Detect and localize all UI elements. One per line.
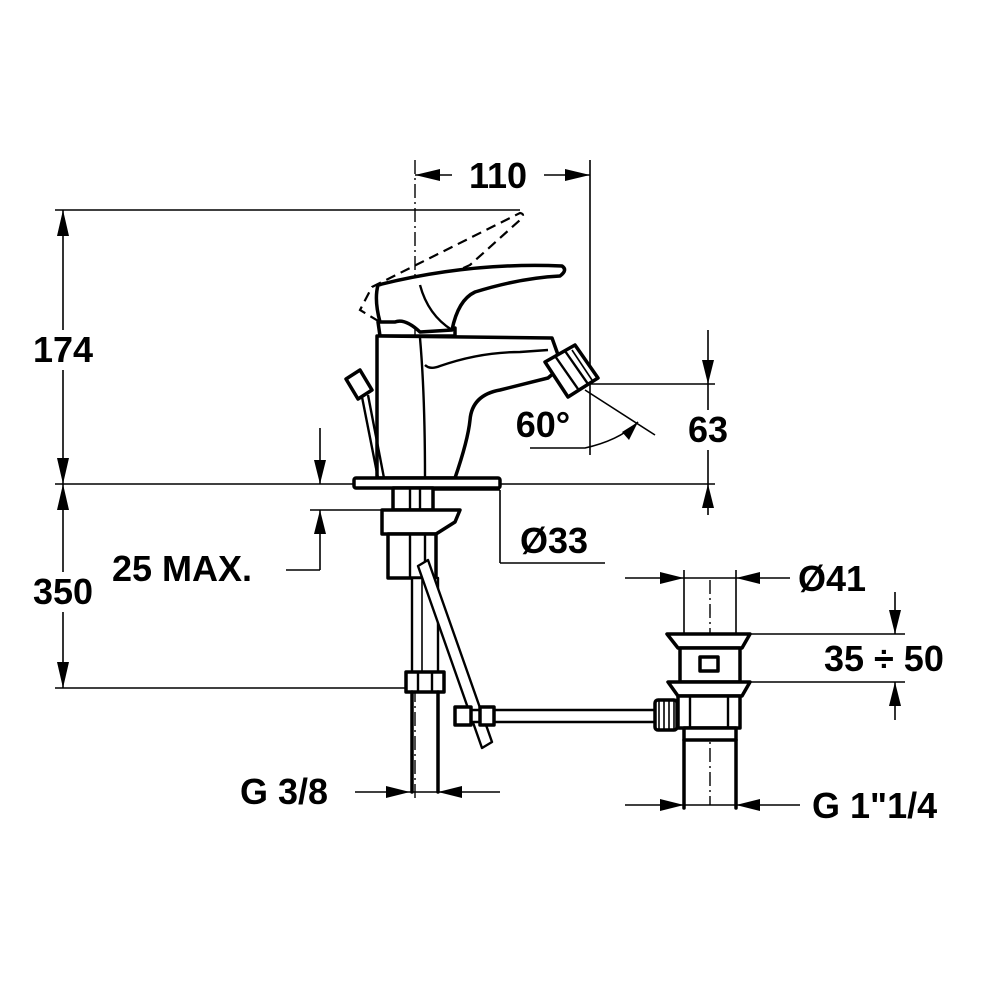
dimension-g-1-1-4: G 1"1/4 — [625, 785, 937, 826]
label-350: 350 — [33, 571, 93, 612]
label-35-50: 35 ÷ 50 — [824, 638, 944, 679]
label-110: 110 — [469, 155, 527, 196]
label-g-1-1-4: G 1"1/4 — [812, 785, 937, 826]
dimension-diameter-41: Ø41 — [625, 558, 866, 640]
dimension-g-3-8: G 3/8 — [240, 771, 500, 812]
label-diameter-41: Ø41 — [798, 558, 866, 599]
waste-assembly — [653, 632, 752, 810]
dimension-174: 174 — [22, 210, 104, 484]
label-25-max: 25 MAX. — [112, 548, 252, 589]
dimension-110: 110 — [415, 152, 590, 196]
label-174: 174 — [33, 329, 93, 370]
dimension-35-50: 35 ÷ 50 — [740, 592, 944, 720]
label-diameter-33: Ø33 — [520, 520, 588, 561]
pop-up-linkage — [416, 558, 657, 750]
label-60-degree: 60° — [516, 404, 570, 445]
label-63: 63 — [688, 409, 728, 450]
spout-nozzle — [543, 343, 600, 399]
dimension-60-degree: 60° — [516, 389, 656, 449]
label-g-3-8: G 3/8 — [240, 771, 328, 812]
dimension-diameter-33: Ø33 — [432, 489, 605, 564]
dimension-63: 63 — [580, 330, 736, 515]
faucet-body — [344, 211, 600, 490]
pop-up-knob — [344, 368, 386, 479]
dimension-350: 350 — [22, 484, 104, 688]
dimension-25-max: 25 MAX. — [112, 428, 385, 589]
